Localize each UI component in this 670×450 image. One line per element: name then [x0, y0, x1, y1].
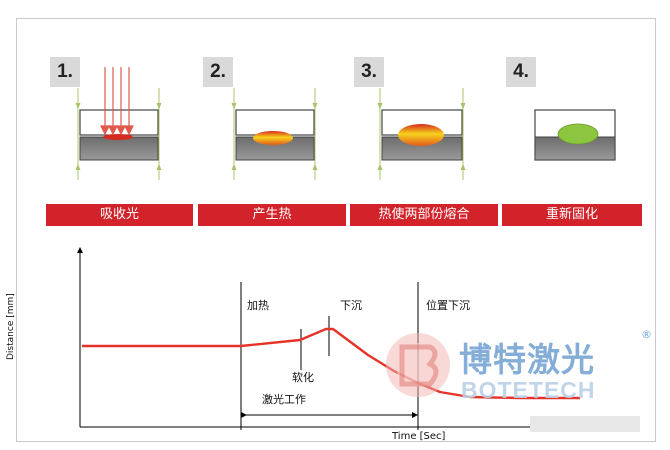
- step-4-label: 重新固化: [502, 204, 642, 226]
- laser-beam-arrows: [100, 67, 134, 136]
- y-axis-label: Distance [mm]: [6, 293, 16, 360]
- step-1-diagram: [75, 67, 162, 180]
- softening-annotation: 软化: [292, 371, 314, 384]
- brand-name-chinese: 博特激光: [459, 340, 595, 379]
- position-sink-annotation: 位置下沉: [426, 299, 470, 312]
- step-2-number: 2.: [203, 57, 233, 87]
- brand-logo: [386, 333, 450, 397]
- step-2-diagram: [231, 88, 318, 180]
- distance-time-chart: [77, 247, 588, 430]
- laser-work-annotation: 激光工作: [262, 393, 306, 406]
- sinking-annotation: 下沉: [340, 299, 362, 312]
- x-axis-label: Time [Sec]: [392, 431, 446, 442]
- distance-curve: [82, 327, 580, 400]
- heating-annotation: 加热: [247, 299, 269, 312]
- step-1-label: 吸收光: [46, 204, 193, 226]
- step-1-number: 1.: [50, 57, 80, 87]
- step-3-diagram: [377, 88, 466, 180]
- step-4-number: 4.: [506, 57, 536, 87]
- brand-name-english: BOTETECH: [461, 377, 596, 403]
- clamp-pressure-arrows: [377, 88, 466, 180]
- clamp-pressure-arrows: [231, 88, 318, 180]
- registered-mark: ®: [641, 328, 652, 341]
- step-4-diagram: [534, 109, 616, 161]
- figure-frame: [16, 18, 656, 442]
- step-2-label: 产生热: [198, 204, 346, 226]
- clamp-pressure-arrows: [75, 88, 162, 180]
- watermark-smudge: [530, 416, 640, 432]
- step-3-number: 3.: [354, 57, 384, 87]
- step-3-label: 热使两部份熔合: [350, 204, 498, 226]
